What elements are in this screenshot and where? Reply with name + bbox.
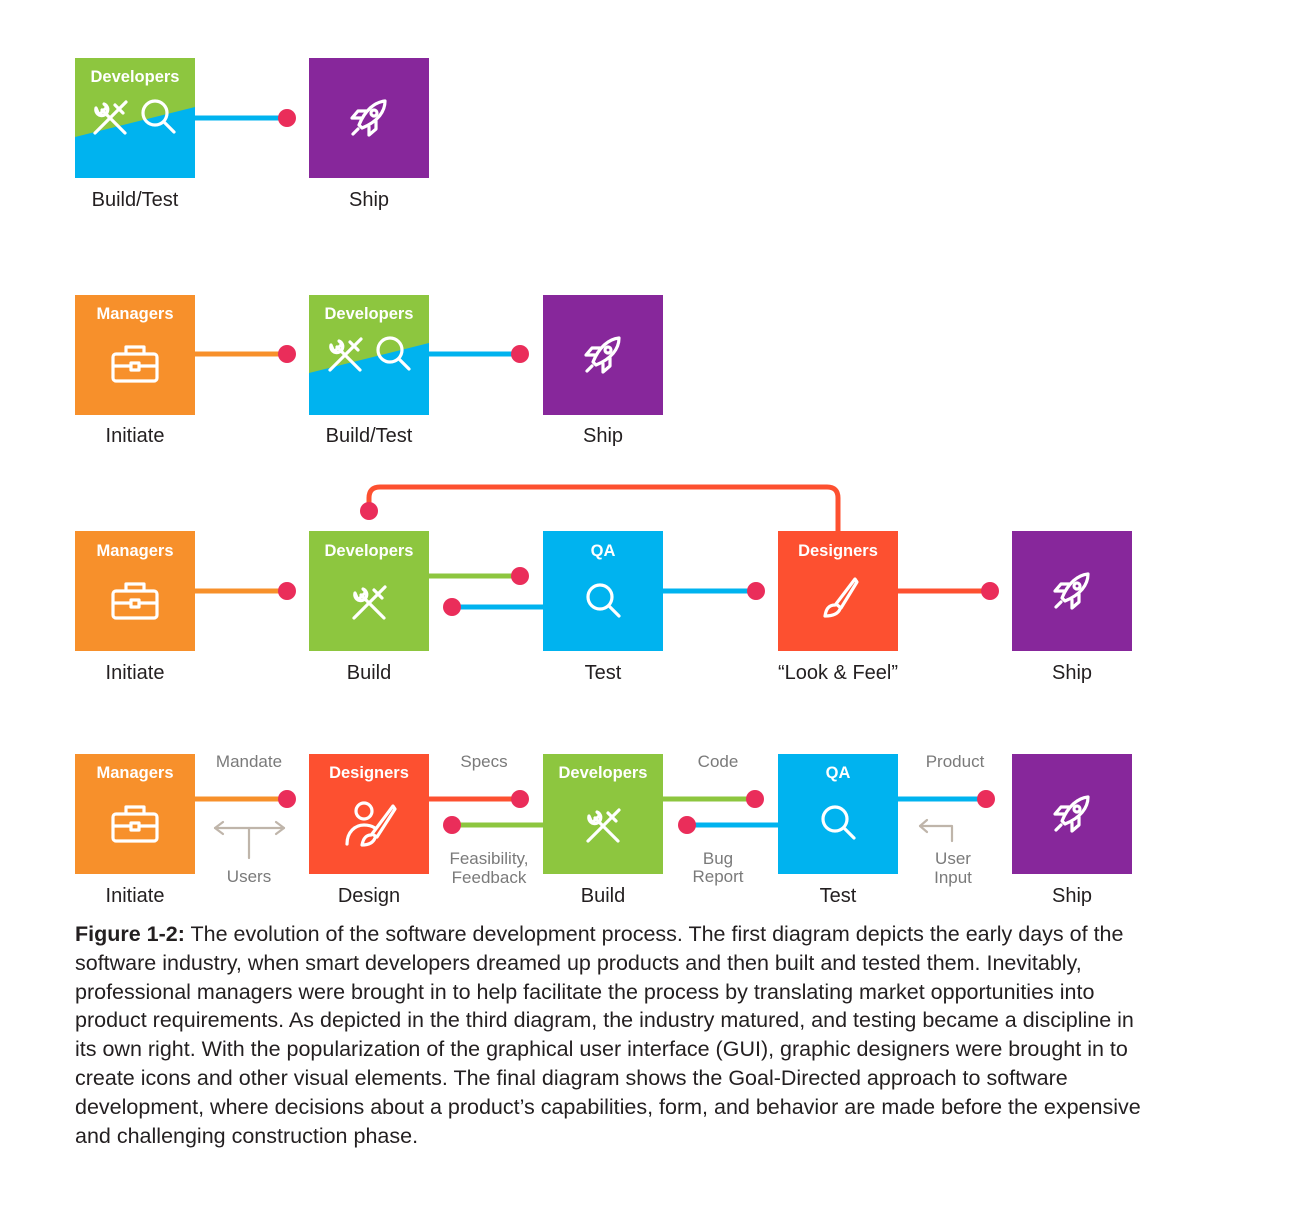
connector-d3-qa-des <box>663 582 765 600</box>
note-mandate: Mandate <box>216 752 282 771</box>
figure-caption: Figure 1-2: The evolution of the softwar… <box>75 920 1155 1150</box>
paintbrush-icon <box>823 577 859 618</box>
box-d3-managers: Managers <box>75 531 195 651</box>
briefcase-icon <box>111 805 159 843</box>
note-bug: Bug <box>703 849 733 868</box>
user-input-arrow <box>918 818 954 843</box>
rocket-icon <box>584 336 621 374</box>
step-label: Build <box>347 662 391 684</box>
box-d4-qa: QA <box>778 754 898 874</box>
designer-icon <box>345 801 397 847</box>
wrench-screwdriver-icon <box>93 100 128 135</box>
magnifier-icon <box>141 99 176 134</box>
box-d2-managers: Managers <box>75 295 195 415</box>
note-feedback: Feedback <box>452 868 527 887</box>
users-feedback-arrow <box>213 820 286 860</box>
box-d3-designers: Designers <box>778 531 898 651</box>
box-d4-managers: Managers <box>75 754 195 874</box>
diagram-4: Managers Designers Developers <box>75 752 1132 907</box>
note-feasibility: Feasibility, <box>449 849 528 868</box>
rocket-icon <box>1053 572 1090 610</box>
box-d3-developers: Developers <box>309 531 429 651</box>
connector-d3-dev-qa <box>429 567 529 585</box>
role-label: Managers <box>96 764 173 782</box>
connector-d4-dev-qa <box>663 790 764 808</box>
note-code: Code <box>698 752 739 771</box>
step-label: Test <box>820 885 857 907</box>
box-d3-ship <box>1012 531 1132 651</box>
box-d4-ship <box>1012 754 1132 874</box>
role-label: QA <box>591 542 616 560</box>
connector-d4-mgr-des <box>195 790 296 808</box>
magnifier-icon <box>586 583 621 618</box>
note-product: Product <box>926 752 985 771</box>
connector-d3-des-ship <box>898 582 999 600</box>
note-users: Users <box>227 867 271 886</box>
role-label: QA <box>826 764 851 782</box>
role-label: Designers <box>329 764 409 782</box>
role-label: Designers <box>798 542 878 560</box>
figure-caption-text: The evolution of the software developmen… <box>75 922 1141 1148</box>
box-d4-developers: Developers <box>543 754 663 874</box>
wrench-screwdriver-icon <box>586 808 621 843</box>
box-d3-qa: QA <box>543 531 663 651</box>
role-label: Developers <box>559 764 648 782</box>
role-label: Developers <box>91 68 180 86</box>
role-label: Developers <box>325 542 414 560</box>
note-input: Input <box>934 868 972 887</box>
briefcase-icon <box>111 582 159 620</box>
connector-d4-dev-des <box>443 816 543 834</box>
note-report: Report <box>692 867 743 886</box>
connector-d2-mgr-dev <box>195 345 296 363</box>
connector-d4-qa-ship <box>898 790 995 808</box>
briefcase-icon <box>111 345 159 383</box>
diagram-3: Managers Developers QA Designers <box>75 484 1132 684</box>
step-label: “Look & Feel” <box>778 662 898 684</box>
role-label: Managers <box>96 542 173 560</box>
step-label: Test <box>585 662 622 684</box>
step-label: Initiate <box>106 425 165 447</box>
connector-d3-mgr-dev <box>195 582 296 600</box>
step-label: Build/Test <box>92 189 179 211</box>
step-label: Ship <box>349 189 389 211</box>
step-label: Ship <box>583 425 623 447</box>
diagram-1: Developers Build/Test Ship <box>75 58 429 211</box>
box-d2-ship <box>543 295 663 415</box>
connector-d3-qa-dev <box>443 598 543 616</box>
role-label: Developers <box>325 305 414 323</box>
wrench-screwdriver-icon <box>328 337 363 372</box>
figure-label: Figure 1-2: <box>75 922 185 946</box>
step-label: Initiate <box>106 662 165 684</box>
step-label: Ship <box>1052 662 1092 684</box>
wrench-screwdriver-icon <box>352 585 387 620</box>
connector-d4-des-dev <box>429 790 529 808</box>
box-d1-ship <box>309 58 429 178</box>
diagram-2: Managers Developers <box>75 295 663 447</box>
process-evolution-diagram: Developers Build/Test Ship <box>75 58 1132 907</box>
connector-d4-qa-dev <box>678 816 778 834</box>
step-label: Initiate <box>106 885 165 907</box>
box-d2-developers: Developers <box>309 295 429 415</box>
role-label: Managers <box>96 305 173 323</box>
connector-d2-dev-ship <box>429 345 529 363</box>
step-label: Ship <box>1052 885 1092 907</box>
magnifier-icon <box>376 336 411 371</box>
connector-d3-designers-loop <box>360 484 841 531</box>
step-label: Design <box>338 885 400 907</box>
connector-d1-dev-ship <box>195 109 296 127</box>
box-d1-developers: Developers <box>75 58 195 178</box>
step-label: Build/Test <box>326 425 413 447</box>
rocket-icon <box>1053 795 1090 833</box>
magnifier-icon <box>821 805 856 840</box>
box-d4-designers: Designers <box>309 754 429 874</box>
rocket-icon <box>350 99 387 137</box>
step-label: Build <box>581 885 625 907</box>
note-user: User <box>935 849 971 868</box>
note-specs: Specs <box>460 752 507 771</box>
